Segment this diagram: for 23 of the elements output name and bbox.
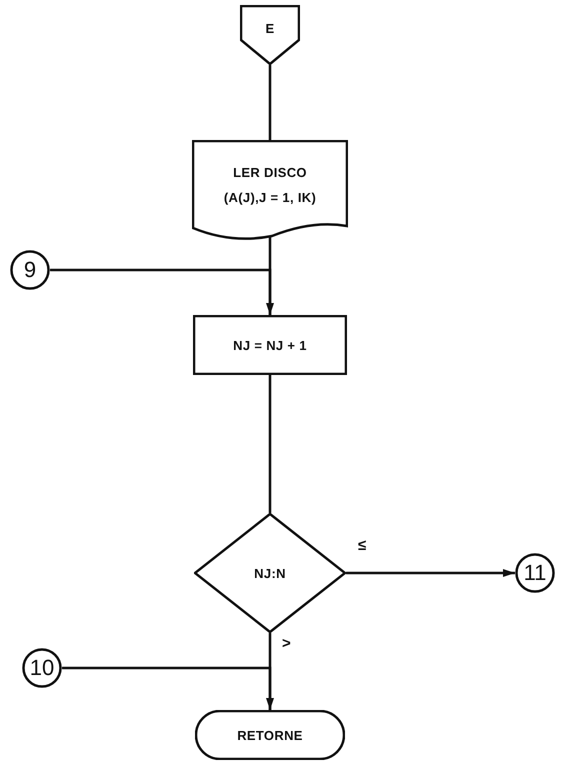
flow-line [62,666,274,710]
document-shape [192,140,348,240]
node-text: NJ = NJ + 1 [233,338,307,352]
off-page-connector [240,5,300,65]
node-text: 10 [30,657,54,679]
node-text: NJ:N [254,566,286,580]
flow-line [268,65,272,140]
decision-diamond [194,513,346,633]
node-text: 9 [24,259,36,281]
flow-line [268,375,272,513]
node-text: E [266,22,274,34]
node-text: LER DISCO [233,166,307,179]
connector-circle [515,553,555,593]
process-box [193,315,347,375]
edge-label: ≤ [356,538,368,553]
node-text: 11 [524,562,546,584]
node-text: RETORNE [237,728,303,742]
connector-circle [10,250,50,290]
terminal-shape [195,710,345,760]
flow-line [50,268,274,315]
flow-line [346,569,515,577]
node-text: (A(J),J = 1, IK) [224,191,316,204]
connector-circle [22,648,62,688]
